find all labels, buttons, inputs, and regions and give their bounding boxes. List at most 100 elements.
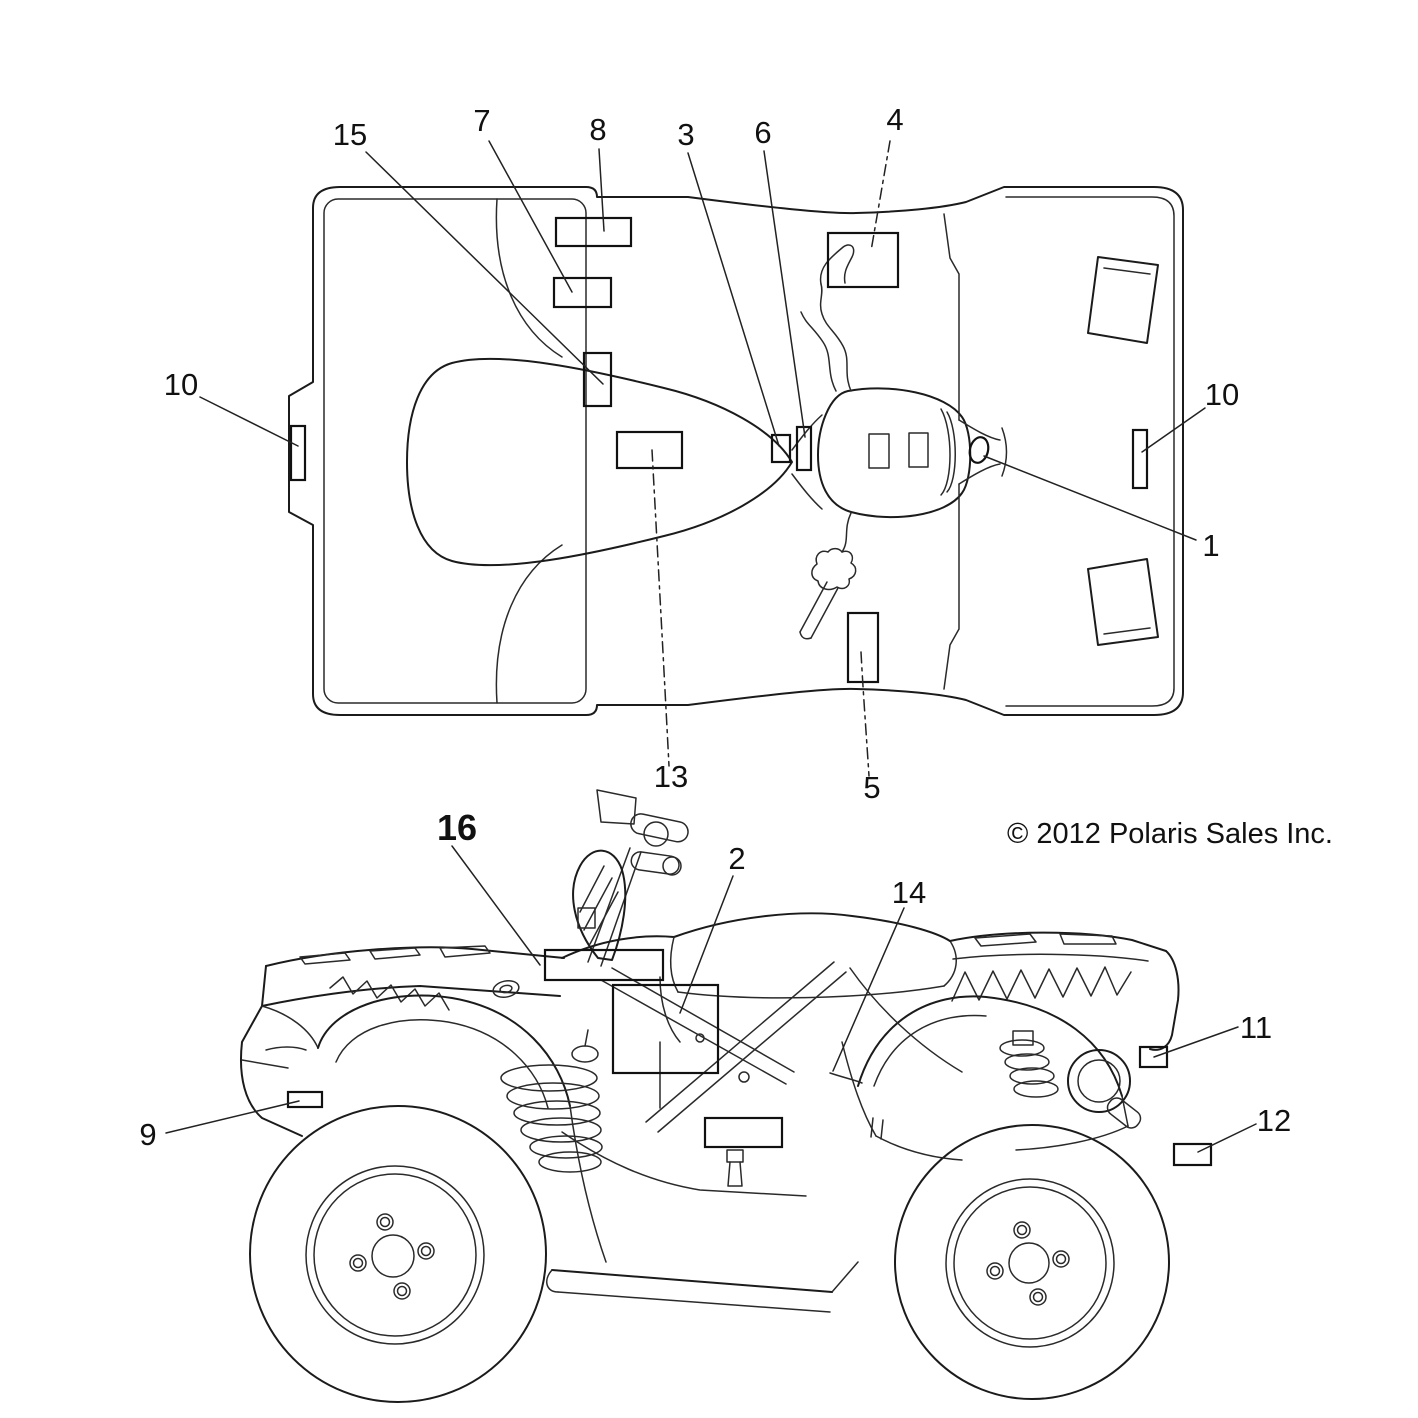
decal-15: [582, 351, 613, 408]
body-crease-top: [495, 198, 563, 358]
decal-5: [846, 611, 880, 684]
callout-1: 1: [1202, 528, 1219, 563]
frame-tubes: [600, 961, 847, 1133]
leader-3: [687, 152, 780, 447]
copyright-notice: © 2012 Polaris Sales Inc.: [1007, 818, 1333, 850]
callout-14: 14: [892, 875, 926, 910]
side-view-drawing: 16 2 14 9 11 12: [139, 789, 1291, 1403]
seat-side-view: [669, 912, 957, 999]
lever-bar-bottom-1: [799, 581, 828, 633]
callout-13: 13: [654, 759, 688, 794]
callout-11: 11: [1240, 1010, 1272, 1045]
brake-cable-bottom: [841, 512, 852, 553]
callout-7: 7: [473, 103, 490, 138]
fuel-cap: [492, 979, 520, 999]
decal-13: [615, 430, 684, 470]
decal-9: [286, 1090, 324, 1109]
front-rack-inner-line: [1005, 196, 1175, 707]
callout-6: 6: [754, 115, 771, 150]
callout-9: 9: [139, 1117, 156, 1152]
front-fascia-link-bottom: [958, 463, 1001, 485]
callout-8: 8: [589, 112, 606, 147]
callout-12: 12: [1257, 1103, 1291, 1138]
front-bumper-center: [1001, 427, 1008, 477]
body-crease-bottom: [495, 544, 563, 704]
leader-5: [860, 651, 870, 777]
decal-10-left: [289, 424, 307, 482]
callout-10-left: 10: [164, 367, 198, 402]
top-view-drawing: 15 7 8 3 6 4 10 10 1 13 5: [164, 102, 1239, 805]
console-pod: [817, 387, 972, 519]
front-rack: [261, 945, 565, 1011]
front-fascia-bottom: [943, 483, 960, 690]
lever-bar-bottom-2: [810, 587, 839, 639]
front-rack-slot-top: [1087, 256, 1159, 344]
grip-blob-bottom: [811, 547, 857, 591]
front-wheel: [249, 1105, 547, 1403]
leader-15: [365, 151, 604, 385]
front-fascia: [240, 1005, 319, 1137]
footwell: [546, 1041, 963, 1313]
console-cowl-crescent-2: [940, 408, 951, 496]
decal-7: [552, 276, 613, 309]
callout-16: 16: [437, 807, 477, 848]
front-fender: [317, 994, 607, 1263]
rear-fender: [829, 967, 1129, 1151]
rear-spring: [999, 1030, 1059, 1098]
leader-16: [451, 845, 541, 966]
callout-4: 4: [886, 102, 903, 137]
leader-10-right: [1141, 407, 1206, 453]
rear-rack-inner-line: [323, 198, 587, 704]
brake-cable-top: [819, 283, 852, 392]
seat-outline-top-view: [406, 357, 793, 567]
callout-5: 5: [863, 770, 880, 805]
handlebar-assembly: [572, 789, 689, 967]
decal-16: [543, 948, 665, 982]
leader-8: [598, 148, 605, 232]
leader-2: [679, 875, 734, 1014]
ignition-switch: [577, 907, 596, 929]
decal-4: [826, 231, 900, 289]
leader-1: [983, 455, 1197, 541]
front-rack-slot-top-inner: [1103, 267, 1151, 275]
seat-neck-bottom: [791, 473, 823, 510]
front-rack-slot-bottom-inner: [1103, 627, 1151, 635]
decal-footwell: [703, 1116, 784, 1149]
brake-lever-top: [800, 311, 837, 392]
front-fascia-link-top: [958, 419, 1001, 441]
gauge-rect-right: [908, 432, 929, 468]
cable-hook-in-decal4: [819, 244, 855, 285]
front-fascia-top: [943, 213, 960, 421]
console-cowl-crescent: [946, 411, 956, 493]
decal-8: [554, 216, 633, 248]
rear-rack: [949, 931, 1180, 1051]
front-spring: [500, 1029, 603, 1173]
leader-4: [870, 140, 891, 252]
callout-10-right: 10: [1205, 377, 1239, 412]
callout-2: 2: [728, 841, 745, 876]
leader-9: [165, 1100, 300, 1134]
front-rack-slot-bottom: [1087, 558, 1159, 646]
callout-15: 15: [333, 117, 367, 152]
leader-14: [832, 907, 905, 1072]
top-view-body-outline: [288, 186, 1184, 716]
leader-12: [1197, 1123, 1257, 1153]
callout-3: 3: [677, 117, 694, 152]
decal-11: [1138, 1045, 1169, 1069]
decal-2: [611, 983, 720, 1075]
seat-neck-top: [791, 414, 823, 451]
decal-12: [1172, 1142, 1213, 1167]
leader-11: [1153, 1026, 1239, 1058]
lever-bar-end: [799, 631, 812, 640]
decal-10-right: [1131, 428, 1149, 490]
leader-6: [763, 150, 806, 438]
muffler: [1067, 1049, 1142, 1129]
rear-wheel: [894, 1124, 1170, 1400]
decal-3: [770, 433, 792, 464]
leader-13: [651, 449, 670, 767]
leader-7: [488, 140, 573, 293]
decal-1: [968, 436, 990, 464]
leader-10-left: [199, 396, 299, 447]
